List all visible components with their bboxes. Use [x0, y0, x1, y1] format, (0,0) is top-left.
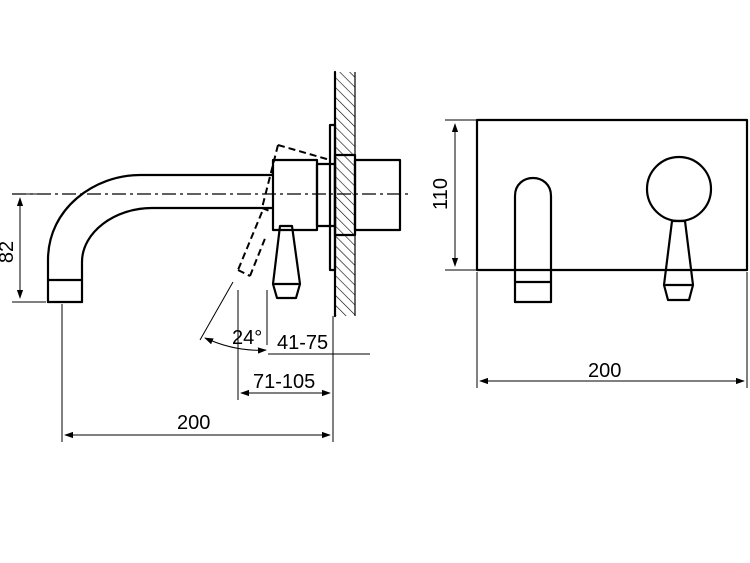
lever-handle: [271, 224, 302, 300]
spout-inner-curve: [80, 206, 275, 304]
dimension-200-front: 200: [476, 272, 748, 388]
mixer-box-in-wall: [353, 158, 402, 232]
dimension-200-side: 200: [61, 304, 334, 442]
dimension-angle: 24°: [199, 281, 268, 354]
dimension-71-105-label: 71-105: [253, 371, 315, 393]
dimension-angle-label: 24°: [232, 327, 262, 349]
wall-seal: [333, 153, 357, 237]
front-plate: [475, 118, 749, 272]
dimension-110: 110: [430, 119, 477, 271]
lever-rotated-outline: [237, 144, 331, 277]
dimension-71-105: 71-105: [237, 290, 334, 400]
front-lever: [662, 219, 695, 302]
side-view: 82 24° 41-75 71-105 200: [0, 70, 410, 442]
dimension-41-75-label: 41-75: [277, 332, 328, 354]
dimension-200-front-label: 200: [588, 360, 621, 382]
dimension-41-75: 41-75: [268, 316, 370, 362]
dimension-82: 82: [0, 193, 46, 303]
front-spout: [513, 176, 553, 304]
dimension-110-label: 110: [430, 178, 452, 210]
spout-outer-curve: [46, 173, 275, 304]
dimension-82-label: 82: [0, 241, 18, 263]
dimension-200-side-label: 200: [177, 412, 210, 434]
mixer-front-housing: [271, 158, 319, 232]
front-view: 110 200: [430, 118, 749, 388]
mixer-body: [271, 123, 402, 272]
mixer-collar: [315, 162, 337, 228]
front-knob: [645, 155, 713, 223]
spout: [46, 173, 275, 304]
